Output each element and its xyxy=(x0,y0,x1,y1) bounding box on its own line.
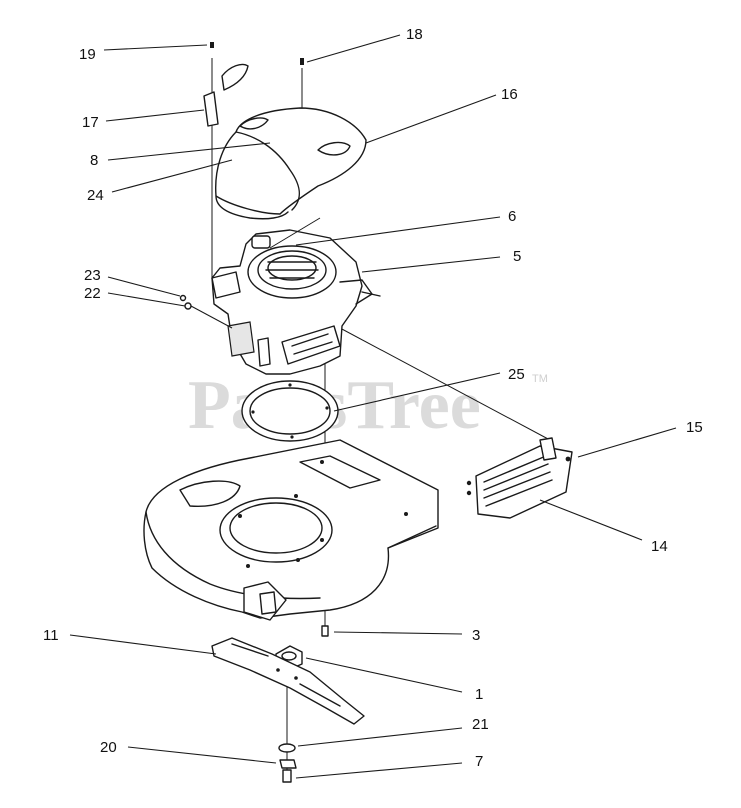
washer-part-21 xyxy=(278,743,296,753)
screw-part-18 xyxy=(300,58,304,65)
engine-part-5 xyxy=(211,217,381,375)
callout-3: 3 xyxy=(472,627,480,644)
leader-17 xyxy=(105,109,205,122)
leader-3 xyxy=(333,631,463,635)
callout-8: 8 xyxy=(90,152,98,169)
callout-14: 14 xyxy=(651,538,668,555)
callout-24: 24 xyxy=(87,187,104,204)
leader-8 xyxy=(107,142,271,161)
leader-25 xyxy=(333,372,501,412)
callout-5: 5 xyxy=(513,248,521,265)
leader-24 xyxy=(111,159,233,193)
leader-23 xyxy=(107,276,181,297)
leader-19 xyxy=(103,44,208,51)
nut-part-20 xyxy=(279,759,297,769)
blade-part-11 xyxy=(211,637,365,725)
watermark-trademark: TM xyxy=(532,373,548,385)
leader-14 xyxy=(539,499,643,541)
leader-18 xyxy=(306,34,401,63)
leader-16 xyxy=(365,94,497,144)
callout-7: 7 xyxy=(475,753,483,770)
leader-21 xyxy=(297,727,463,747)
callout-16: 16 xyxy=(501,86,518,103)
mower-deck xyxy=(143,439,439,621)
rear-guard-part-14 xyxy=(466,437,573,519)
callout-15: 15 xyxy=(686,419,703,436)
leader-11 xyxy=(69,634,217,655)
callout-20: 20 xyxy=(100,739,117,756)
callout-23: 23 xyxy=(84,267,101,284)
leader-5 xyxy=(361,256,501,273)
engine-cover-part-8 xyxy=(214,107,367,220)
bolt-part-3 xyxy=(321,625,329,637)
bolt-part-7 xyxy=(282,769,292,783)
callout-19: 19 xyxy=(79,46,96,63)
screw-part-19 xyxy=(210,42,214,48)
decal-part-17 xyxy=(203,63,249,127)
leader-15 xyxy=(577,427,677,458)
callout-1: 1 xyxy=(475,686,483,703)
centerline-guard xyxy=(339,327,551,441)
callout-17: 17 xyxy=(82,114,99,131)
callout-22: 22 xyxy=(84,285,101,302)
fastener-part-23 xyxy=(179,294,187,302)
callout-25: 25 xyxy=(508,366,525,383)
gasket-part-25 xyxy=(241,380,339,442)
leader-1 xyxy=(305,657,463,693)
callout-18: 18 xyxy=(406,26,423,43)
callout-11: 11 xyxy=(43,627,59,644)
leader-6 xyxy=(295,216,501,246)
callout-6: 6 xyxy=(508,208,516,225)
callout-21: 21 xyxy=(472,716,489,733)
leader-7 xyxy=(295,762,463,779)
leader-22 xyxy=(107,292,186,307)
screw-part-15 xyxy=(565,456,571,462)
leader-20 xyxy=(127,746,277,764)
